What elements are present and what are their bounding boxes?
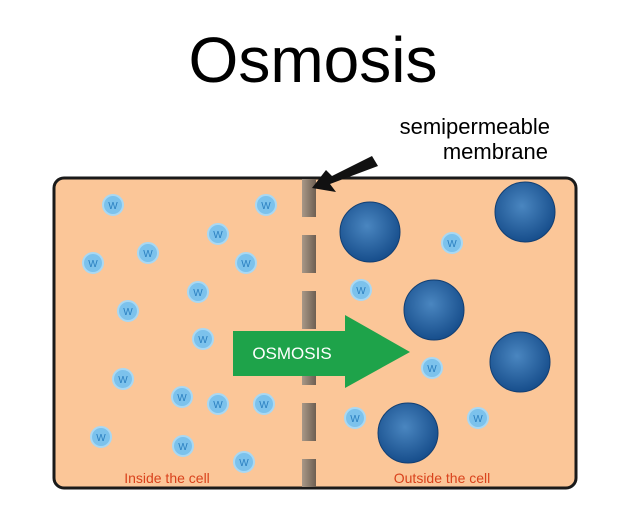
svg-text:W: W bbox=[241, 259, 251, 270]
svg-text:W: W bbox=[447, 239, 457, 250]
osmosis-arrow: OSMOSIS bbox=[233, 315, 410, 388]
svg-text:W: W bbox=[193, 288, 203, 299]
membrane-segment bbox=[302, 291, 316, 329]
svg-text:W: W bbox=[259, 400, 269, 411]
svg-text:W: W bbox=[213, 400, 223, 411]
solute-particle bbox=[377, 402, 439, 464]
svg-text:W: W bbox=[356, 286, 366, 297]
water-molecule: W bbox=[171, 386, 193, 408]
water-molecule: W bbox=[117, 300, 139, 322]
svg-text:W: W bbox=[123, 307, 133, 318]
water-molecule: W bbox=[90, 426, 112, 448]
water-molecule: W bbox=[467, 407, 489, 429]
membrane-segment bbox=[302, 179, 316, 217]
water-molecule: W bbox=[350, 279, 372, 301]
svg-text:W: W bbox=[427, 364, 437, 375]
water-molecule: W bbox=[441, 232, 463, 254]
water-molecule: W bbox=[112, 368, 134, 390]
solute-particle bbox=[494, 181, 556, 243]
membrane-segment bbox=[302, 459, 316, 487]
water-molecule: W bbox=[82, 252, 104, 274]
water-molecule: W bbox=[137, 242, 159, 264]
svg-text:W: W bbox=[88, 259, 98, 270]
title: Osmosis bbox=[189, 24, 438, 96]
svg-text:W: W bbox=[143, 249, 153, 260]
membrane-label-line1: semipermeable bbox=[400, 114, 550, 139]
svg-text:W: W bbox=[178, 442, 188, 453]
svg-text:W: W bbox=[118, 375, 128, 386]
water-molecule: W bbox=[421, 357, 443, 379]
water-molecule: W bbox=[207, 393, 229, 415]
water-molecule: W bbox=[255, 194, 277, 216]
svg-text:W: W bbox=[239, 458, 249, 469]
svg-text:W: W bbox=[350, 414, 360, 425]
membrane-segment bbox=[302, 403, 316, 441]
svg-text:W: W bbox=[108, 201, 118, 212]
water-molecule: W bbox=[233, 451, 255, 473]
solute-particle bbox=[403, 279, 465, 341]
membrane-label-line2: membrane bbox=[443, 139, 548, 164]
osmosis-arrow-label: OSMOSIS bbox=[252, 344, 331, 363]
svg-text:W: W bbox=[473, 414, 483, 425]
water-molecule: W bbox=[187, 281, 209, 303]
water-molecule: W bbox=[207, 223, 229, 245]
water-molecule: W bbox=[102, 194, 124, 216]
solute-particle bbox=[339, 201, 401, 263]
water-molecule: W bbox=[235, 252, 257, 274]
water-molecule: W bbox=[192, 328, 214, 350]
membrane-pointer-arrow bbox=[312, 156, 378, 192]
svg-text:W: W bbox=[198, 335, 208, 346]
outside-cell-label: Outside the cell bbox=[394, 470, 491, 486]
svg-text:W: W bbox=[177, 393, 187, 404]
svg-text:W: W bbox=[96, 433, 106, 444]
membrane-segment bbox=[302, 235, 316, 273]
svg-text:W: W bbox=[213, 230, 223, 241]
solute-particle bbox=[489, 331, 551, 393]
svg-text:W: W bbox=[261, 201, 271, 212]
water-molecule: W bbox=[172, 435, 194, 457]
water-molecule: W bbox=[344, 407, 366, 429]
water-molecule: W bbox=[253, 393, 275, 415]
inside-cell-label: Inside the cell bbox=[124, 470, 210, 486]
